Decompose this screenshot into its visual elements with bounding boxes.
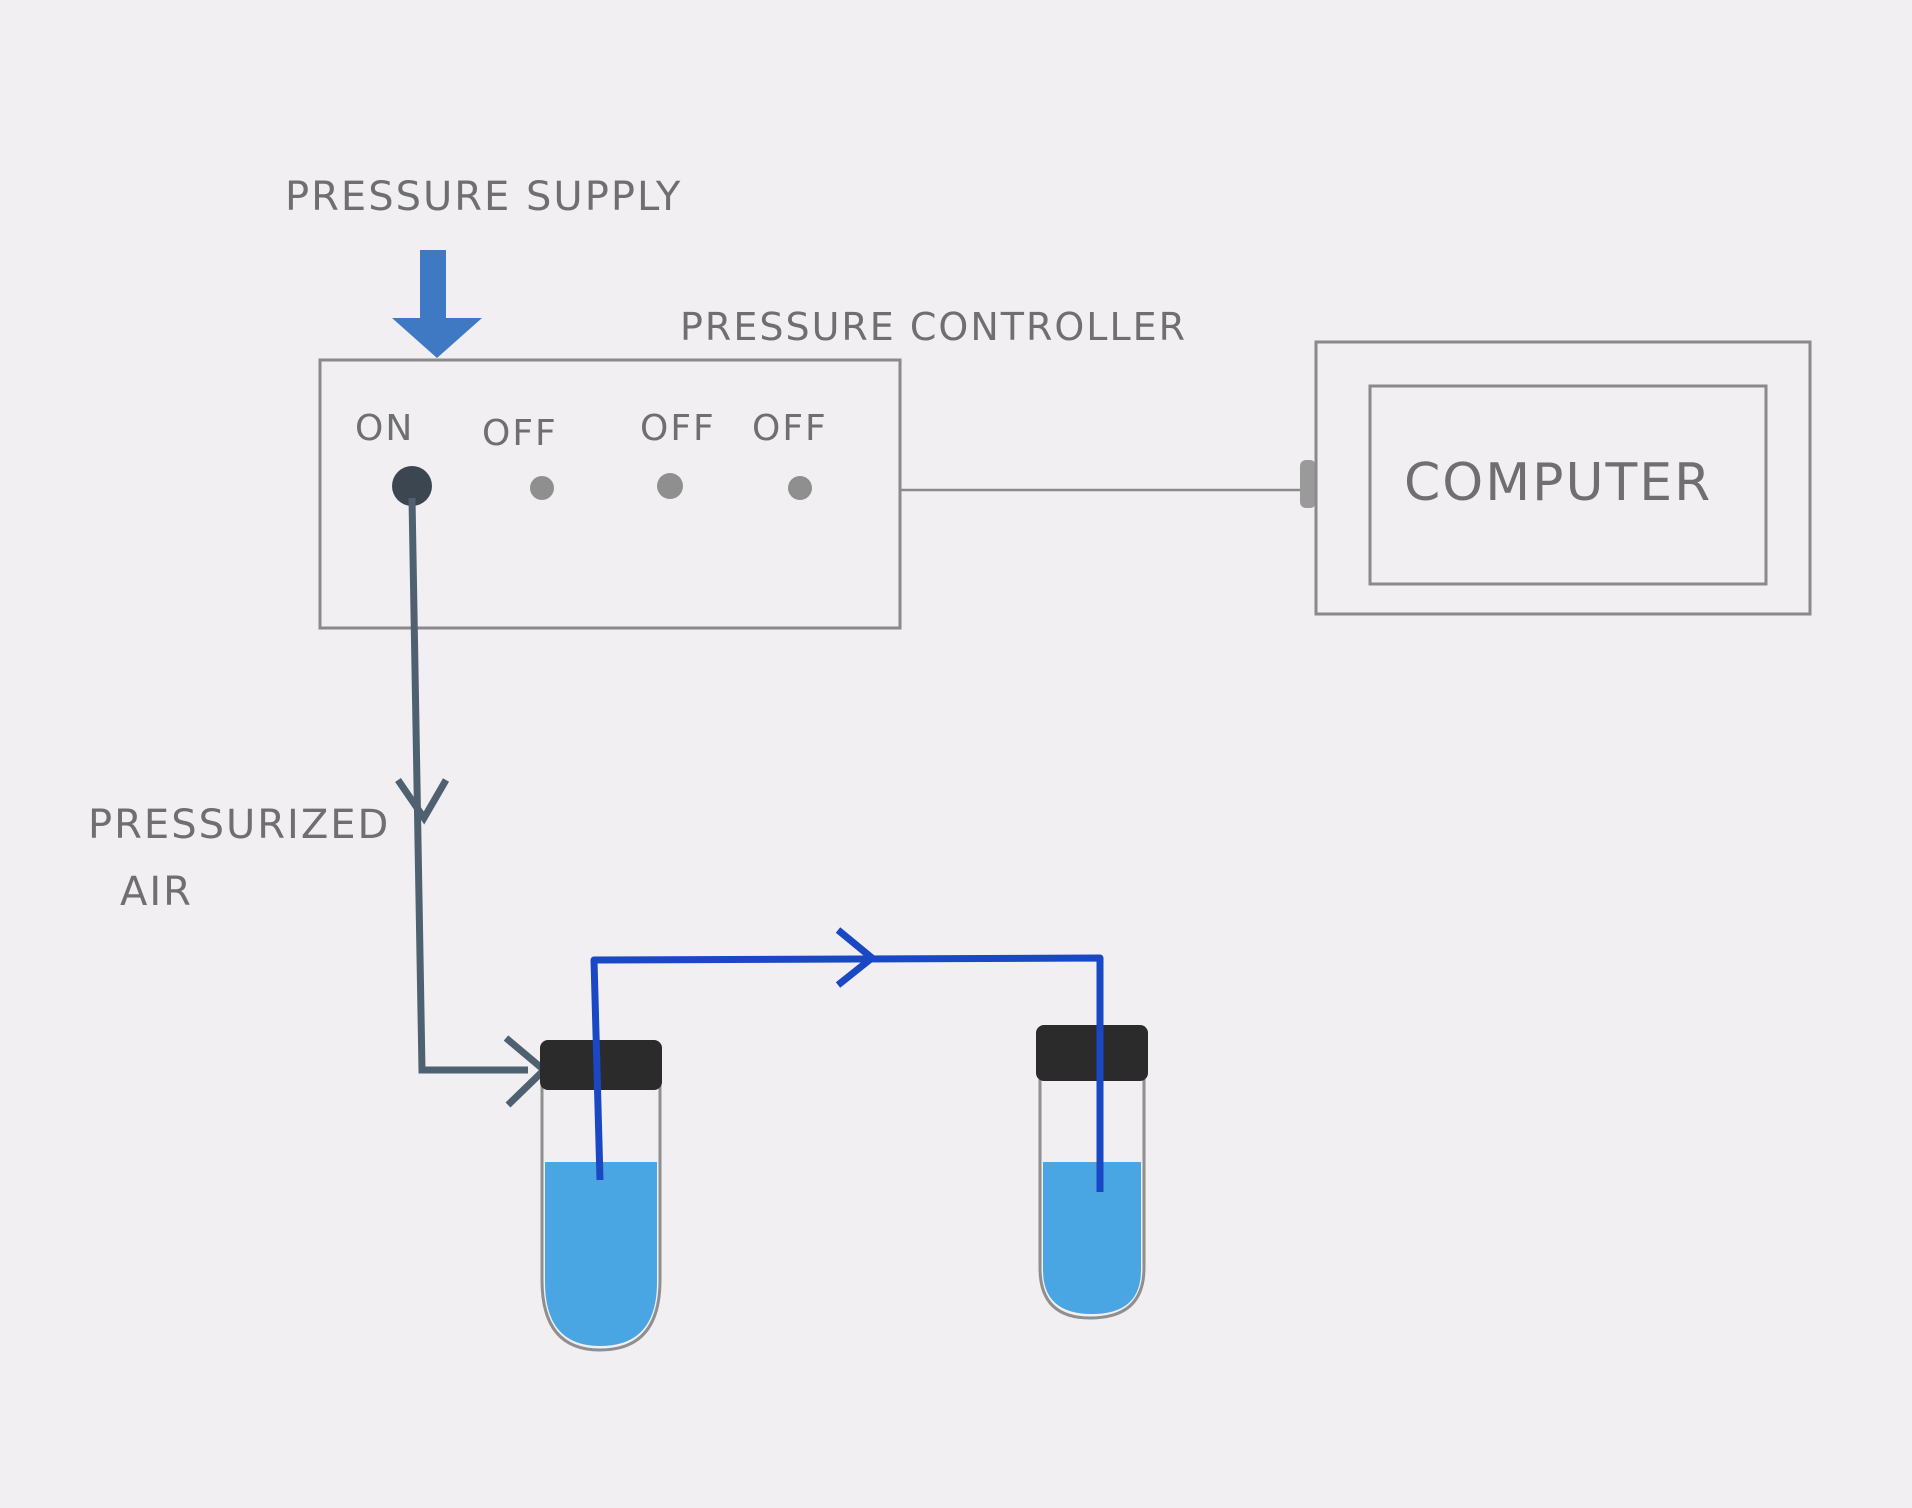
chevron-down-icon [395,778,450,825]
valve-2-port [530,476,554,500]
target-tube-cap [1036,1025,1148,1081]
pressurized-air-label-line2: AIR [120,869,193,915]
transfer-line [590,954,1104,1192]
pressurized-air-label-line1: PRESSURIZED [88,802,390,848]
cable-connector [1300,460,1316,508]
valve-1-port [392,466,432,506]
valve-1-state: ON [355,408,414,449]
valve-4-state: OFF [752,408,828,449]
computer-screen [1368,384,1768,586]
valve-3-state: OFF [640,408,716,449]
target-tube [1036,1025,1148,1320]
pressure-controller-label: PRESSURE CONTROLLER [680,305,1187,349]
computer-outer-frame [1314,340,1812,616]
valve-2-state: OFF [482,413,558,454]
computer-label: COMPUTER [1404,453,1712,513]
source-tube-cap [540,1040,662,1090]
chevron-right-icon [835,927,878,988]
pressurized-air-line [408,497,528,1074]
valve-4-port [788,476,812,500]
valve-3-port [657,473,683,499]
pressure-supply-label: PRESSURE SUPPLY [285,174,682,220]
source-tube [540,1040,662,1352]
pressure-controller-box [318,358,902,630]
down-arrow-icon [392,250,482,358]
